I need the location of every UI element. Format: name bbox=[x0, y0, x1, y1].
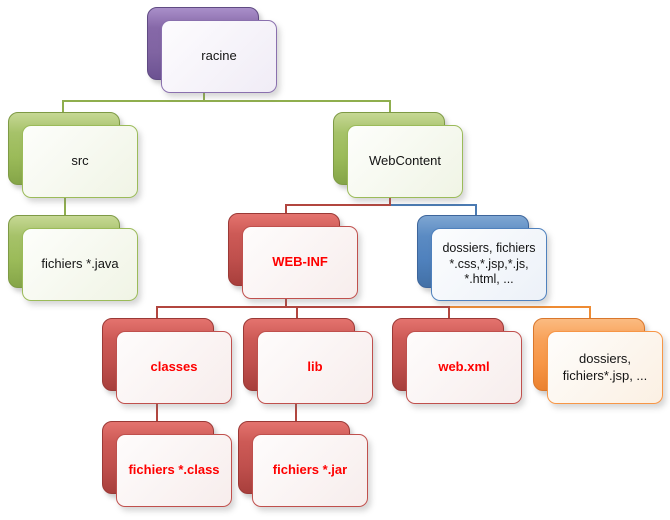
node-fichiers-jar-card: fichiers *.jar bbox=[252, 434, 368, 507]
node-web-inf: WEB-INF bbox=[228, 213, 359, 300]
node-web-files-card: dossiers, fichiers *.css,*.jsp,*.js, *.h… bbox=[431, 228, 547, 301]
node-classes-label: classes bbox=[150, 359, 198, 375]
node-src: src bbox=[8, 112, 139, 199]
connector-drop-lib bbox=[296, 306, 298, 322]
connector-drop-webfiles bbox=[475, 204, 477, 220]
connector-drop-classes bbox=[156, 306, 158, 322]
node-webcontent: WebContent bbox=[333, 112, 464, 199]
node-fichiers-jar: fichiers *.jar bbox=[238, 421, 369, 508]
node-racine-card: racine bbox=[161, 20, 277, 93]
node-racine: racine bbox=[147, 7, 278, 94]
connector-webinf-rail-orange bbox=[450, 306, 591, 308]
node-web-inf-label: WEB-INF bbox=[272, 254, 328, 270]
node-lib-label: lib bbox=[307, 359, 323, 375]
node-src-card: src bbox=[22, 125, 138, 198]
node-web-files-label: dossiers, fichiers *.css,*.jsp,*.js, *.h… bbox=[442, 241, 536, 287]
node-fichiers-jar-label: fichiers *.jar bbox=[272, 462, 348, 478]
node-racine-label: racine bbox=[201, 48, 237, 64]
node-fichiers-class: fichiers *.class bbox=[102, 421, 233, 508]
node-jsp-files: dossiers, fichiers*.jsp, ... bbox=[533, 318, 664, 405]
node-web-inf-card: WEB-INF bbox=[242, 226, 358, 299]
connector-racine-stem bbox=[203, 86, 205, 102]
node-src-label: src bbox=[71, 153, 89, 169]
node-webcontent-label: WebContent bbox=[368, 153, 442, 169]
connector-src-java bbox=[64, 192, 66, 220]
connector-webcontent-rail-left bbox=[285, 204, 391, 206]
connector-drop-webxml bbox=[448, 306, 450, 322]
connector-drop-jspfiles bbox=[589, 306, 591, 322]
connector-drop-src bbox=[62, 100, 64, 116]
node-classes-card: classes bbox=[116, 331, 232, 404]
node-fichiers-java: fichiers *.java bbox=[8, 215, 139, 302]
connector-lib-jar bbox=[295, 397, 297, 425]
connector-webinf-stem bbox=[285, 294, 287, 308]
node-jsp-files-card: dossiers, fichiers*.jsp, ... bbox=[547, 331, 663, 404]
connector-drop-webinf bbox=[285, 204, 287, 218]
node-web-files: dossiers, fichiers *.css,*.jsp,*.js, *.h… bbox=[417, 215, 548, 302]
node-lib-card: lib bbox=[257, 331, 373, 404]
connector-racine-rail bbox=[62, 100, 391, 102]
node-lib: lib bbox=[243, 318, 374, 405]
connector-webinf-rail bbox=[156, 306, 450, 308]
node-fichiers-java-label: fichiers *.java bbox=[41, 256, 119, 272]
node-web-xml-card: web.xml bbox=[406, 331, 522, 404]
node-web-xml: web.xml bbox=[392, 318, 523, 405]
node-classes: classes bbox=[102, 318, 233, 405]
connector-webcontent-rail-right bbox=[391, 204, 477, 206]
connector-drop-webcontent bbox=[389, 100, 391, 116]
node-fichiers-class-label: fichiers *.class bbox=[128, 462, 220, 478]
node-fichiers-class-card: fichiers *.class bbox=[116, 434, 232, 507]
node-fichiers-java-card: fichiers *.java bbox=[22, 228, 138, 301]
node-webcontent-card: WebContent bbox=[347, 125, 463, 198]
node-jsp-files-label: dossiers, fichiers*.jsp, ... bbox=[562, 351, 648, 383]
connector-classes-class bbox=[156, 397, 158, 425]
node-web-xml-label: web.xml bbox=[438, 359, 490, 375]
